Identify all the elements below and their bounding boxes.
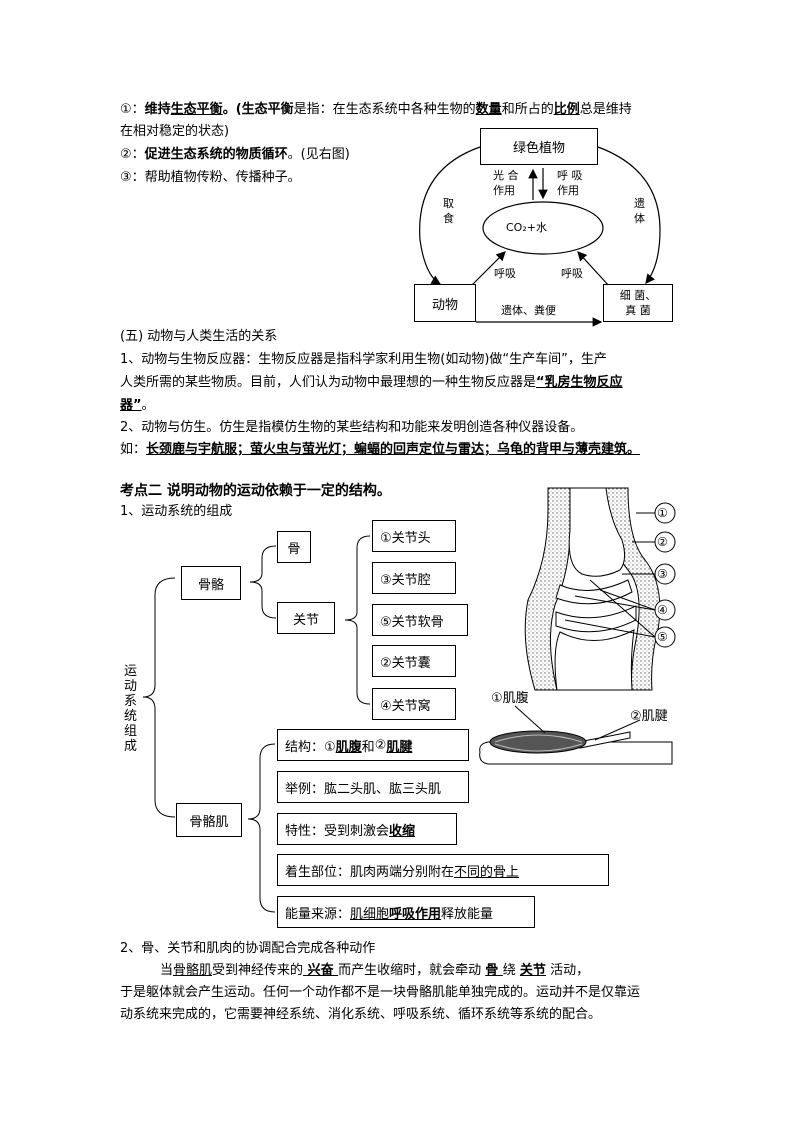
cycle-resp-left: 呼吸 bbox=[494, 267, 516, 280]
point2b-line3: 动系统来完成的，它需要神经系统、消化系统、呼吸系统、循环系统等系统的配合。 bbox=[120, 1007, 602, 1022]
muscle-box: 骨骼肌 bbox=[176, 803, 242, 837]
point2-sub2: 2、骨、关节和肌肉的协调配合完成各种动作 bbox=[120, 941, 376, 956]
cycle-animal-box: 动物 bbox=[414, 284, 476, 322]
point2-title: 考点二 说明动物的运动依赖于一定的结构。 bbox=[120, 483, 391, 499]
intro-item-1-cont: 在相对稳定的状态) bbox=[120, 124, 230, 139]
intro-item-3: ③：帮助植物传粉、传播种子。 bbox=[120, 170, 301, 185]
section5-p1-line3: 器”。 bbox=[120, 398, 155, 413]
muscle-example: 举例：肱二头肌、肱三头肌 bbox=[277, 771, 469, 803]
joint-part-cartilage: ⑤关节软骨 bbox=[372, 604, 468, 636]
joint-box: 关节 bbox=[277, 602, 335, 634]
root-label: 运动系统组成 bbox=[124, 664, 138, 754]
point2b-line2: 于是躯体就会产生运动。任何一个动作都不是一块骨骼肌能单独完成的。运动并不是仅靠运 bbox=[120, 985, 641, 1000]
intro-item-1: ①：维持生态平衡。(生态平衡是指：在生态系统中各种生物的数量和所占的比例总是维持 bbox=[120, 102, 632, 117]
section5-p2: 2、动物与仿生。仿生是指模仿生物的某些结构和功能来发明创造各种仪器设备。 bbox=[120, 420, 584, 435]
muscle-trait: 特性：受到刺激会 收缩 bbox=[277, 813, 457, 845]
cycle-remains-label: 遗体 bbox=[634, 197, 645, 225]
cycle-bottom-label: 遗体、粪便 bbox=[501, 304, 556, 317]
joint-label-1: ① bbox=[657, 506, 668, 520]
section5-title: (五) 动物与人类生活的关系 bbox=[120, 329, 278, 344]
remains-arrow bbox=[597, 146, 661, 284]
point2b-line1: 当骨骼肌受到神经传来的 兴奋 而产生收缩时，就会牵动 骨 绕 关节 活动， bbox=[160, 963, 590, 978]
skeleton-box: 骨骼 bbox=[181, 566, 241, 600]
section5-p3: 如：长颈鹿与宇航服；萤火虫与萤光灯；蝙蝠的回声定位与雷达；乌龟的背甲与薄壳建筑。 bbox=[120, 442, 641, 457]
section5-p1-line1: 1、动物与生物反应器：生物反应器是指科学家利用生物(如动物)做“生产车间”，生产 bbox=[120, 352, 607, 367]
cycle-microbe-box: 细 菌、真 菌 bbox=[603, 284, 673, 322]
joint-label-2: ② bbox=[657, 535, 668, 549]
joint-part-head: ①关节头 bbox=[372, 520, 456, 552]
cycle-co2-label: CO₂+水 bbox=[506, 221, 547, 234]
section5-p1-line2: 人类所需的某些物质。目前，人们认为动物中最理想的一种生物反应器是“乳房生物反应 bbox=[120, 375, 623, 390]
joint-part-socket: ④关节窝 bbox=[372, 688, 456, 720]
point2-sub1: 1、运动系统的组成 bbox=[120, 504, 233, 519]
joint-label-3: ③ bbox=[657, 567, 668, 581]
bone-box: 骨 bbox=[277, 531, 311, 563]
cycle-resp-right: 呼吸 bbox=[561, 267, 583, 280]
cycle-resp-label: 呼 吸作用 bbox=[557, 169, 583, 197]
muscle-tendon-label: ②肌腱 bbox=[630, 709, 668, 724]
intro-item-2: ②：促进生态系统的物质循环。(见右图) bbox=[120, 147, 350, 162]
joint-part-capsule: ②关节囊 bbox=[372, 645, 456, 677]
joint-label-4: ④ bbox=[657, 603, 668, 617]
muscle-energy: 能量来源：肌细胞呼吸作用释放能量 bbox=[277, 896, 535, 928]
muscle-belly-label: ①肌腹 bbox=[491, 691, 529, 706]
cycle-feed-label: 取食 bbox=[443, 197, 454, 225]
muscle-attach: 着生部位：肌肉两端分别附在不同的骨上 bbox=[277, 854, 609, 886]
joint-label-5: ⑤ bbox=[657, 630, 668, 644]
joint-part-cavity: ③关节腔 bbox=[372, 562, 456, 594]
cycle-photo-label: 光 合作用 bbox=[493, 169, 519, 197]
cycle-plant-box: 绿色植物 bbox=[480, 128, 598, 165]
